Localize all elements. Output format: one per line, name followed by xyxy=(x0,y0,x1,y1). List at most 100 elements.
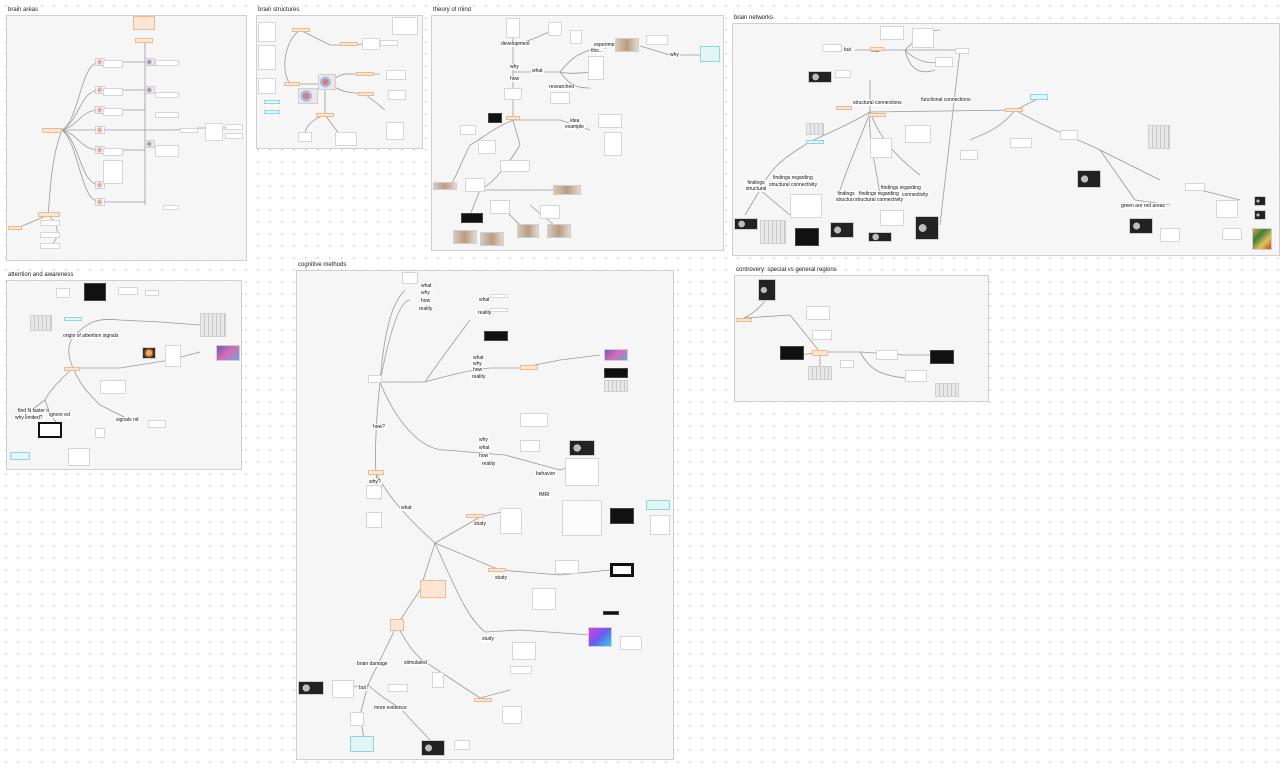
tom-image[interactable] xyxy=(553,185,581,195)
node[interactable] xyxy=(264,100,280,104)
node[interactable] xyxy=(366,485,382,499)
node[interactable] xyxy=(835,70,851,78)
attention-diagram[interactable] xyxy=(200,313,226,337)
node[interactable] xyxy=(380,40,398,46)
node[interactable] xyxy=(736,318,752,322)
paper-dark-image[interactable] xyxy=(795,228,819,246)
node[interactable] xyxy=(103,108,123,116)
node[interactable] xyxy=(822,44,842,52)
node[interactable] xyxy=(1222,228,1242,240)
node[interactable] xyxy=(103,160,123,184)
node[interactable] xyxy=(38,212,60,217)
node[interactable] xyxy=(358,92,374,96)
node[interactable] xyxy=(870,47,884,51)
brain-scan-image[interactable] xyxy=(830,222,854,238)
node[interactable] xyxy=(474,698,492,702)
node[interactable] xyxy=(356,72,374,76)
brain-scan-image[interactable] xyxy=(1254,210,1266,220)
cm-image[interactable] xyxy=(610,563,634,577)
group-title-controversy[interactable]: controvery: special vs general regions xyxy=(736,267,837,273)
node[interactable] xyxy=(103,148,123,156)
cm-image[interactable] xyxy=(298,681,324,695)
node[interactable] xyxy=(133,16,155,30)
cm-image[interactable] xyxy=(603,611,619,615)
experiment-image[interactable] xyxy=(615,38,639,52)
node[interactable] xyxy=(512,642,536,660)
brain-scan-image[interactable] xyxy=(734,218,758,230)
node[interactable] xyxy=(905,125,931,143)
cm-image[interactable] xyxy=(604,368,628,378)
node[interactable] xyxy=(10,452,30,460)
node[interactable] xyxy=(148,420,166,428)
node[interactable] xyxy=(1160,228,1180,242)
node[interactable] xyxy=(205,123,223,141)
node[interactable] xyxy=(540,205,560,219)
node[interactable] xyxy=(350,736,374,752)
node[interactable] xyxy=(790,194,822,218)
node[interactable] xyxy=(500,160,530,172)
controversy-image[interactable] xyxy=(935,383,959,397)
node[interactable] xyxy=(165,345,181,367)
node[interactable] xyxy=(350,712,364,726)
node[interactable] xyxy=(68,448,90,466)
brain-scan-image[interactable] xyxy=(1129,218,1153,234)
node[interactable] xyxy=(506,116,520,120)
node[interactable] xyxy=(292,28,310,32)
node[interactable] xyxy=(588,56,604,80)
node[interactable] xyxy=(155,112,179,118)
node[interactable] xyxy=(420,580,446,598)
node[interactable] xyxy=(386,70,406,80)
node[interactable] xyxy=(40,243,60,249)
tom-image[interactable] xyxy=(461,213,483,223)
node[interactable] xyxy=(8,226,22,230)
node[interactable] xyxy=(488,568,506,572)
node[interactable] xyxy=(502,706,522,724)
node[interactable] xyxy=(258,22,276,42)
node[interactable] xyxy=(225,133,243,139)
node[interactable] xyxy=(555,560,579,574)
node[interactable] xyxy=(362,38,380,50)
brain-diagram-image[interactable] xyxy=(298,88,318,104)
node[interactable] xyxy=(258,78,276,94)
node[interactable] xyxy=(42,128,62,133)
node[interactable] xyxy=(562,500,602,536)
node[interactable] xyxy=(646,500,670,510)
node[interactable] xyxy=(598,114,622,128)
node[interactable] xyxy=(64,317,82,321)
node[interactable] xyxy=(490,294,508,298)
node[interactable] xyxy=(868,113,886,117)
node[interactable] xyxy=(340,42,358,46)
node[interactable] xyxy=(812,330,832,340)
node[interactable] xyxy=(64,367,80,371)
attention-frames-image[interactable] xyxy=(38,422,62,438)
attention-diagram[interactable] xyxy=(216,345,240,361)
node[interactable] xyxy=(298,132,312,142)
attention-diagram[interactable] xyxy=(30,315,52,331)
node[interactable] xyxy=(1216,200,1238,218)
node[interactable] xyxy=(1005,108,1023,112)
cm-image[interactable] xyxy=(610,508,634,524)
attention-image[interactable] xyxy=(84,283,106,301)
node[interactable] xyxy=(1185,183,1205,191)
node[interactable] xyxy=(466,514,484,518)
controversy-image[interactable] xyxy=(758,279,776,301)
node[interactable] xyxy=(520,440,540,452)
cm-image[interactable] xyxy=(604,380,628,392)
node[interactable] xyxy=(700,46,720,62)
node[interactable] xyxy=(532,588,556,610)
node[interactable] xyxy=(812,350,828,356)
node[interactable] xyxy=(500,508,522,534)
node[interactable] xyxy=(155,145,179,157)
node[interactable] xyxy=(163,205,179,210)
node[interactable] xyxy=(118,287,138,295)
brain-scan-image[interactable] xyxy=(868,232,892,242)
node[interactable] xyxy=(550,92,570,104)
node[interactable] xyxy=(264,110,280,114)
node[interactable] xyxy=(650,515,670,535)
frame-attention-awareness[interactable] xyxy=(6,280,242,470)
cm-image[interactable] xyxy=(421,740,445,756)
tom-image[interactable] xyxy=(453,230,477,244)
node[interactable] xyxy=(388,684,408,692)
brain-scan-image[interactable] xyxy=(808,71,832,83)
node[interactable] xyxy=(490,308,508,312)
